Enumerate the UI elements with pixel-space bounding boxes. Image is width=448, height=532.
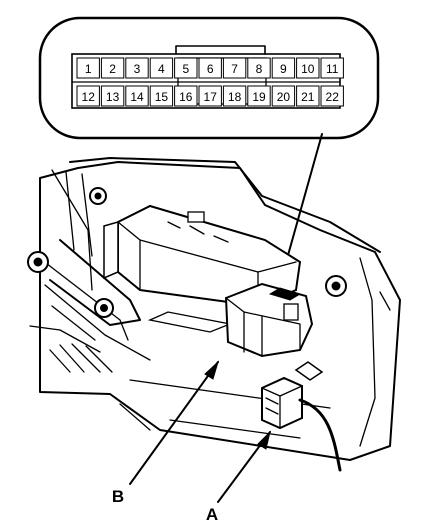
- pin-cell: [296, 57, 320, 79]
- pin-cell: [247, 57, 271, 79]
- pin-cell: [125, 85, 149, 107]
- pin-cell: [271, 85, 296, 107]
- pin-number-bottom: 21: [301, 90, 315, 104]
- pin-number-bottom: 22: [326, 90, 340, 104]
- pin-number-top: 9: [280, 62, 287, 76]
- pin-number-bottom: 14: [130, 90, 144, 104]
- pin-number-bottom: 12: [82, 90, 96, 104]
- pin-number-top: 3: [134, 62, 141, 76]
- pin-cell: [100, 85, 125, 107]
- pin-number-top: 7: [231, 62, 238, 76]
- callout-b-arrow: [204, 360, 219, 380]
- pin-cell: [174, 85, 198, 107]
- pin-number-bottom: 17: [204, 90, 218, 104]
- pin-number-bottom: 18: [228, 90, 242, 104]
- pin-number-top: 10: [301, 62, 315, 76]
- pin-cell: [149, 85, 174, 107]
- connector-b-drawing: [224, 282, 314, 358]
- pin-cell: [198, 57, 222, 79]
- pin-cell: [222, 57, 247, 79]
- pin-cell: [198, 85, 222, 107]
- callout-b-leader: [129, 361, 219, 485]
- pin-number-top: 8: [256, 62, 263, 76]
- pin-cell: [247, 85, 271, 107]
- connector-a-drawing: [261, 361, 342, 472]
- pin-number-bottom: 13: [106, 90, 120, 104]
- pin-number-top: 5: [182, 62, 189, 76]
- pin-cell: [174, 57, 198, 79]
- control-unit-drawing: [103, 204, 302, 333]
- pin-number-bottom: 19: [252, 90, 266, 104]
- pin-cell: [320, 85, 344, 107]
- callout-a-arrow: [257, 430, 271, 450]
- pin-number-bottom: 16: [179, 90, 193, 104]
- pin-cell: [296, 85, 320, 107]
- pin-number-bottom: 20: [277, 90, 291, 104]
- pin-cell: [271, 57, 296, 79]
- pin-cell: [320, 57, 344, 79]
- pin-cell: [76, 57, 100, 79]
- mounting-bracket-drawing: [27, 157, 401, 461]
- callout-b-label: B: [112, 487, 124, 506]
- pin-cell: [125, 57, 149, 79]
- pin-number-top: 11: [326, 62, 339, 76]
- pin-cell: [222, 85, 247, 107]
- pin-number-top: 4: [158, 62, 165, 76]
- pin-number-top: 2: [109, 62, 116, 76]
- pin-cell: [100, 57, 125, 79]
- pin-number-bottom: 15: [155, 90, 169, 104]
- pin-number-top: 1: [85, 62, 92, 76]
- pin-number-top: 6: [207, 62, 214, 76]
- pin-cell: [149, 57, 174, 79]
- callout-a-label: A: [206, 505, 218, 524]
- pin-cell: [76, 85, 100, 107]
